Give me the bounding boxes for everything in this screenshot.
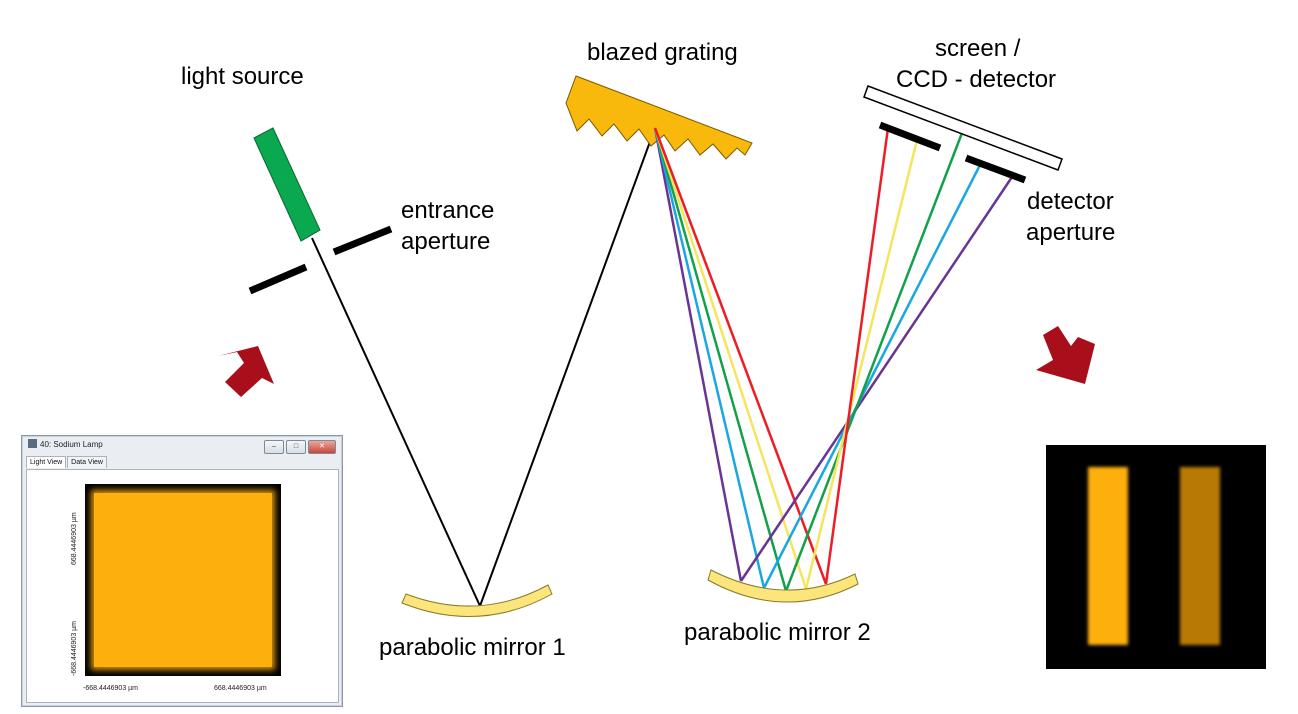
light-view-panel: 668.4446903 µm -668.4446903 µm -668.4446… [26, 469, 339, 703]
focused-rays [739, 127, 1014, 592]
label-detector-line2: aperture [1026, 219, 1116, 246]
arrow-up-right-icon [218, 346, 274, 397]
label-light-source: light source [181, 63, 304, 90]
sodium-lamp-window: 40: Sodium Lamp – □ ✕ Light View Data Vi… [21, 435, 343, 707]
y-axis-bottom-label: -668.4446903 µm [71, 620, 78, 676]
window-controls: – □ ✕ [264, 440, 336, 454]
spectral-line-bright [1088, 467, 1128, 645]
tab-light-view[interactable]: Light View [26, 456, 67, 468]
collimated-beam [479, 127, 656, 607]
label-blazed-grating: blazed grating [587, 39, 738, 66]
entrance-aperture-upper [332, 225, 393, 256]
parabolic-mirror-2 [707, 569, 859, 603]
label-entrance-line1: entrance [401, 197, 495, 224]
window-title-text: 40: Sodium Lamp [40, 440, 103, 449]
sodium-lamp-field-plot [85, 484, 281, 676]
label-screen-line1: screen / [935, 35, 1021, 62]
dispersed-rays [653, 127, 828, 592]
label-parabolic-mirror-2: parabolic mirror 2 [684, 619, 871, 646]
close-button[interactable]: ✕ [308, 440, 336, 454]
ccd-screen [863, 85, 1063, 171]
x-axis-left-label: -668.4446903 µm [83, 685, 139, 692]
window-tabs: Light View Data View [26, 456, 108, 468]
window-app-icon [28, 439, 37, 448]
tab-data-view[interactable]: Data View [67, 456, 107, 468]
window-title: 40: Sodium Lamp [28, 439, 103, 449]
illuminated-field [94, 493, 272, 667]
label-detector-line1: detector [1027, 188, 1114, 215]
spectral-line-dim [1180, 467, 1220, 645]
light-source-lamp [253, 127, 321, 242]
y-axis-top-label: 668.4446903 µm [71, 512, 78, 565]
label-entrance-line2: aperture [401, 228, 491, 255]
detector-aperture-left [878, 121, 942, 152]
detector-aperture-right [964, 154, 1027, 184]
maximize-button[interactable]: □ [286, 440, 306, 454]
label-parabolic-mirror-1: parabolic mirror 1 [379, 634, 566, 661]
entrance-aperture-lower [248, 263, 308, 295]
parabolic-mirror-1 [401, 584, 553, 617]
label-screen-line2: CCD - detector [896, 66, 1057, 93]
blazed-grating [565, 75, 753, 160]
arrow-down-right-icon [1036, 326, 1095, 384]
x-axis-right-label: 668.4446903 µm [214, 685, 267, 692]
detector-output-image [1046, 445, 1266, 669]
minimize-button[interactable]: – [264, 440, 284, 454]
input-beam [311, 237, 481, 607]
